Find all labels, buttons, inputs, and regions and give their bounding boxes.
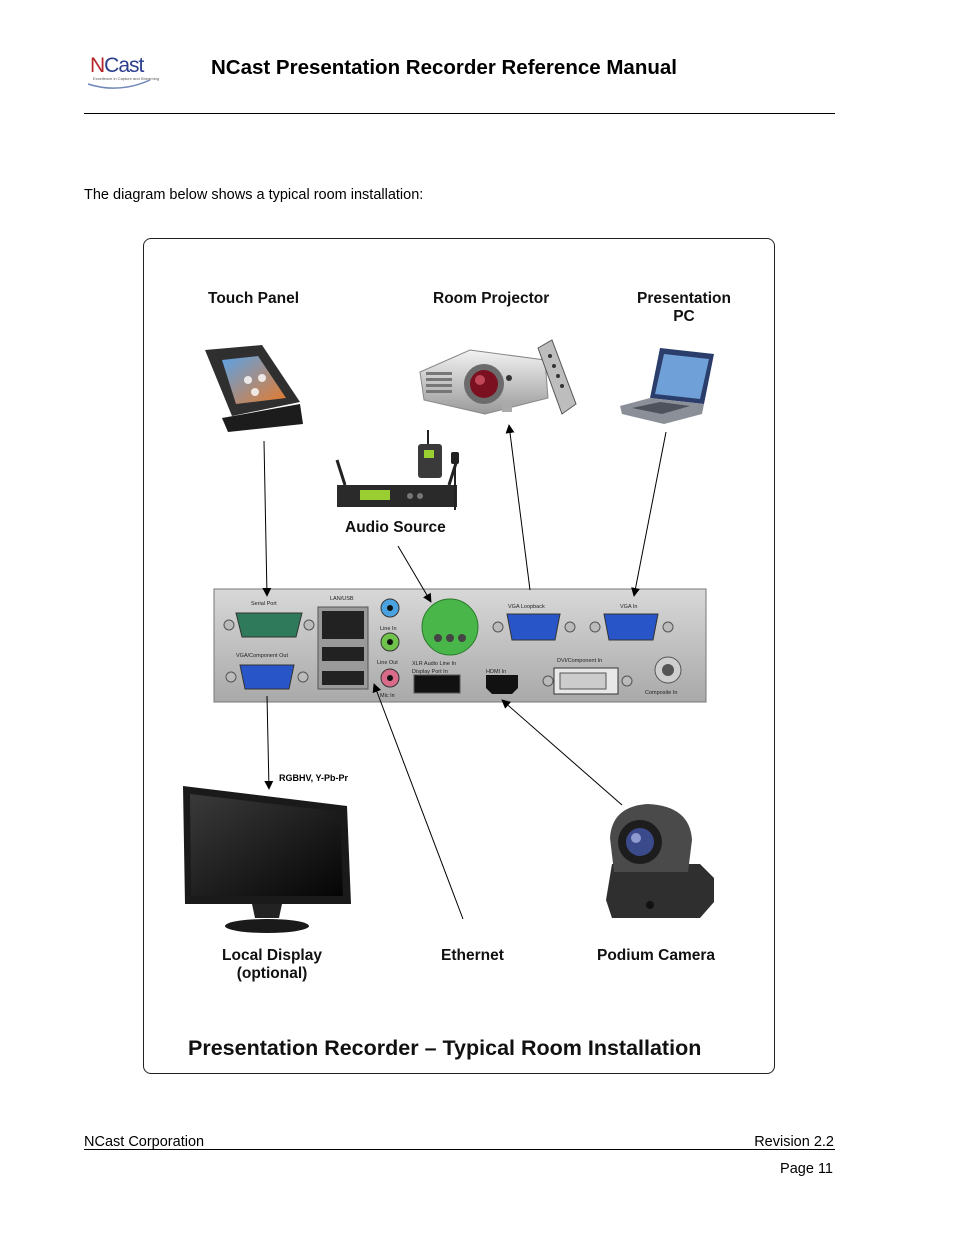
arrow-to-display: [264, 695, 274, 790]
arrow-from-pc: [631, 431, 667, 597]
panel-label-line-in: Line In: [380, 626, 397, 632]
local-display-icon: [183, 786, 351, 933]
panel-label-mic-in: Mic In: [380, 693, 395, 699]
footer-divider: [84, 1149, 835, 1150]
vga-in-icon: [589, 613, 674, 641]
diagram-frame: [143, 238, 775, 1074]
label-audio-source: Audio Source: [345, 519, 446, 536]
arrow-touch-panel: [262, 440, 272, 597]
label-presentation-pc: Presentation PC: [637, 290, 731, 325]
footer-revision: Revision 2.2: [754, 1134, 834, 1150]
panel-label-composite-in: Composite In: [645, 690, 677, 696]
label-ethernet: Ethernet: [441, 947, 504, 964]
label-touch-panel: Touch Panel: [208, 290, 300, 307]
diagram-caption: Presentation Recorder – Typical Room Ins…: [188, 1036, 702, 1060]
panel-label-serial-port: Serial Port: [251, 601, 277, 607]
dvi-component-in-icon: [542, 667, 633, 695]
audio-source-icon: [335, 430, 459, 510]
panel-label-display-port: Display Port In: [412, 669, 448, 675]
composite-in-icon: [654, 656, 682, 684]
label-local-display: Local Display (optional): [222, 947, 322, 982]
room-projector-icon: [419, 339, 577, 415]
document-title: NCast Presentation Recorder Reference Ma…: [211, 56, 677, 79]
touch-panel-icon: [205, 345, 303, 432]
panel-label-lan-usb: LAN/USB: [330, 596, 354, 602]
arrow-from-camera: [501, 699, 623, 806]
vga-component-out-icon: [225, 664, 309, 690]
arrow-audio-source: [397, 545, 432, 603]
panel-label-hdmi-in: HDMI In: [486, 669, 506, 675]
logo-swoosh-icon: [87, 79, 151, 89]
intro-text: The diagram below shows a typical room i…: [84, 187, 424, 203]
recorder-back-panel: Serial Port LAN/USB Line In Line Out Mic…: [213, 588, 707, 703]
xlr-audio-icon: [421, 598, 479, 656]
arrow-ethernet: [372, 683, 464, 920]
panel-label-line-out: Line Out: [377, 660, 398, 666]
label-room-projector: Room Projector: [433, 290, 550, 307]
footer-company: NCast Corporation: [84, 1134, 205, 1150]
connection-arrows: [262, 424, 667, 920]
display-port-icon: [413, 674, 461, 694]
panel-label-vga-component-out: VGA/Component Out: [236, 653, 288, 659]
page-number: Page 11: [780, 1161, 833, 1177]
arrow-to-projector: [505, 424, 531, 591]
hdmi-in-icon: [486, 675, 518, 694]
podium-camera-icon: [606, 804, 714, 918]
header-divider: [84, 113, 835, 114]
ncast-logo: NCast Excellence in Capture and Streamin…: [84, 52, 159, 92]
panel-label-dvi-component-in: DVI/Component In: [557, 658, 602, 664]
label-podium-camera: Podium Camera: [597, 947, 716, 964]
lan-usb-icon: [317, 606, 369, 690]
panel-label-xlr-audio: XLR Audio Line In: [412, 661, 456, 667]
panel-label-vga-loopback: VGA Loopback: [508, 604, 545, 610]
label-rgbhv: RGBHV, Y-Pb-Pr: [279, 773, 349, 783]
panel-label-vga-in: VGA In: [620, 604, 637, 610]
vga-loopback-icon: [492, 613, 576, 641]
serial-port-icon: [223, 612, 315, 638]
presentation-pc-icon: [620, 348, 714, 424]
